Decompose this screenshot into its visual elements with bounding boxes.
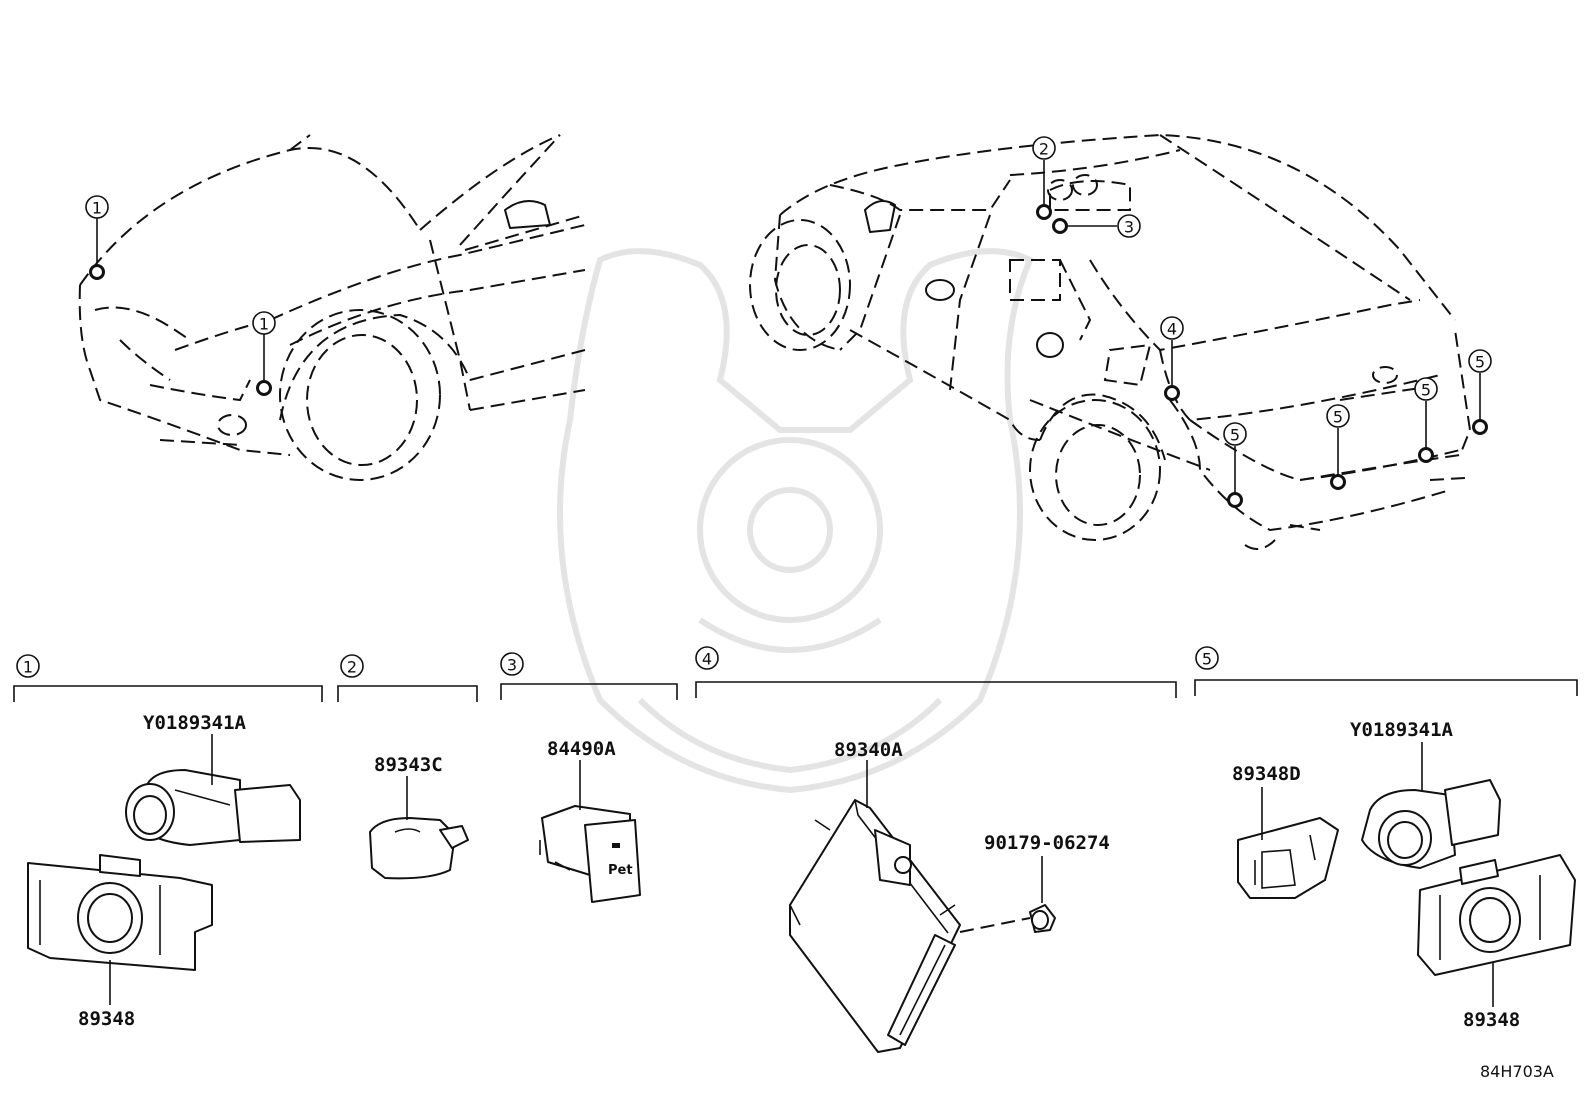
group-1-bracket: 1 bbox=[13, 654, 323, 702]
computer-dot bbox=[1164, 385, 1180, 401]
svg-text:5: 5 bbox=[1230, 426, 1240, 445]
callout-front-1a: 1 bbox=[85, 195, 109, 219]
svg-text:4: 4 bbox=[1167, 320, 1177, 339]
rear-sensor-dot-2 bbox=[1330, 474, 1346, 490]
part-number-89348-front: 89348 bbox=[78, 1008, 135, 1030]
control-unit-dot bbox=[1036, 204, 1052, 220]
part-number-Y0189341A-front: Y0189341A bbox=[143, 712, 247, 734]
clip-part bbox=[959, 904, 1056, 933]
sensor-retainer-front bbox=[27, 854, 213, 971]
front-sensor-dot-1 bbox=[89, 264, 105, 280]
front-sensor-dot-2 bbox=[256, 380, 272, 396]
diagram-id: 84H703A bbox=[1480, 1062, 1554, 1081]
group-2-bracket: 2 bbox=[337, 654, 478, 702]
svg-text:5: 5 bbox=[1333, 408, 1343, 427]
part-number-89348-rear: 89348 bbox=[1463, 1009, 1520, 1031]
svg-text:3: 3 bbox=[1124, 218, 1134, 237]
svg-text:4: 4 bbox=[702, 650, 712, 669]
callout-rear-4: 4 bbox=[1160, 316, 1184, 340]
callout-rear-5d: 5 bbox=[1468, 349, 1492, 373]
svg-text:2: 2 bbox=[1039, 140, 1049, 159]
callout-front-1b: 1 bbox=[252, 311, 276, 335]
watermark-emblem bbox=[557, 248, 1034, 794]
svg-text:5: 5 bbox=[1475, 353, 1485, 372]
switch-face-text: Pet bbox=[608, 863, 633, 878]
clearance-sonar-computer bbox=[789, 799, 961, 1053]
callout-rear-3: 3 bbox=[1117, 214, 1141, 238]
callout-rear-5a: 5 bbox=[1223, 422, 1247, 446]
part-number-89343C: 89343C bbox=[374, 754, 443, 776]
sonar-switch-part: Pet bbox=[539, 805, 641, 903]
ultrasonic-sensor-front bbox=[125, 769, 301, 846]
rear-sensor-dot-3 bbox=[1418, 447, 1434, 463]
sensor-retainer-rear bbox=[1417, 854, 1576, 976]
group-5-bracket: 5 bbox=[1194, 646, 1578, 696]
buzzer-part bbox=[369, 817, 469, 880]
svg-text:3: 3 bbox=[507, 656, 517, 675]
ultrasonic-sensor-rear bbox=[1361, 779, 1501, 869]
part-number-Y0189341A-rear: Y0189341A bbox=[1350, 719, 1454, 741]
svg-text:1: 1 bbox=[23, 658, 33, 677]
group-4-bracket: 4 bbox=[695, 646, 1177, 698]
sensor-holder-part bbox=[1237, 817, 1339, 899]
part-number-89348D: 89348D bbox=[1232, 763, 1301, 785]
rear-sensor-dot-4 bbox=[1472, 419, 1488, 435]
front-car-illustration bbox=[78, 134, 586, 481]
svg-text:5: 5 bbox=[1421, 381, 1431, 400]
rear-car-illustration bbox=[749, 133, 1488, 550]
callout-rear-2: 2 bbox=[1032, 136, 1056, 160]
svg-text:1: 1 bbox=[259, 315, 269, 334]
svg-text:2: 2 bbox=[347, 658, 357, 677]
rear-sensor-dot-1 bbox=[1227, 492, 1243, 508]
svg-text:1: 1 bbox=[92, 199, 102, 218]
part-number-90179-06274: 90179-06274 bbox=[984, 832, 1110, 854]
svg-text:5: 5 bbox=[1202, 650, 1212, 669]
group-3-bracket: 3 bbox=[500, 652, 678, 700]
callout-rear-5b: 5 bbox=[1326, 404, 1350, 428]
switch-dot bbox=[1052, 218, 1068, 234]
part-number-89340A: 89340A bbox=[834, 739, 903, 761]
callout-rear-5c: 5 bbox=[1414, 377, 1438, 401]
part-number-84490A: 84490A bbox=[547, 738, 616, 760]
